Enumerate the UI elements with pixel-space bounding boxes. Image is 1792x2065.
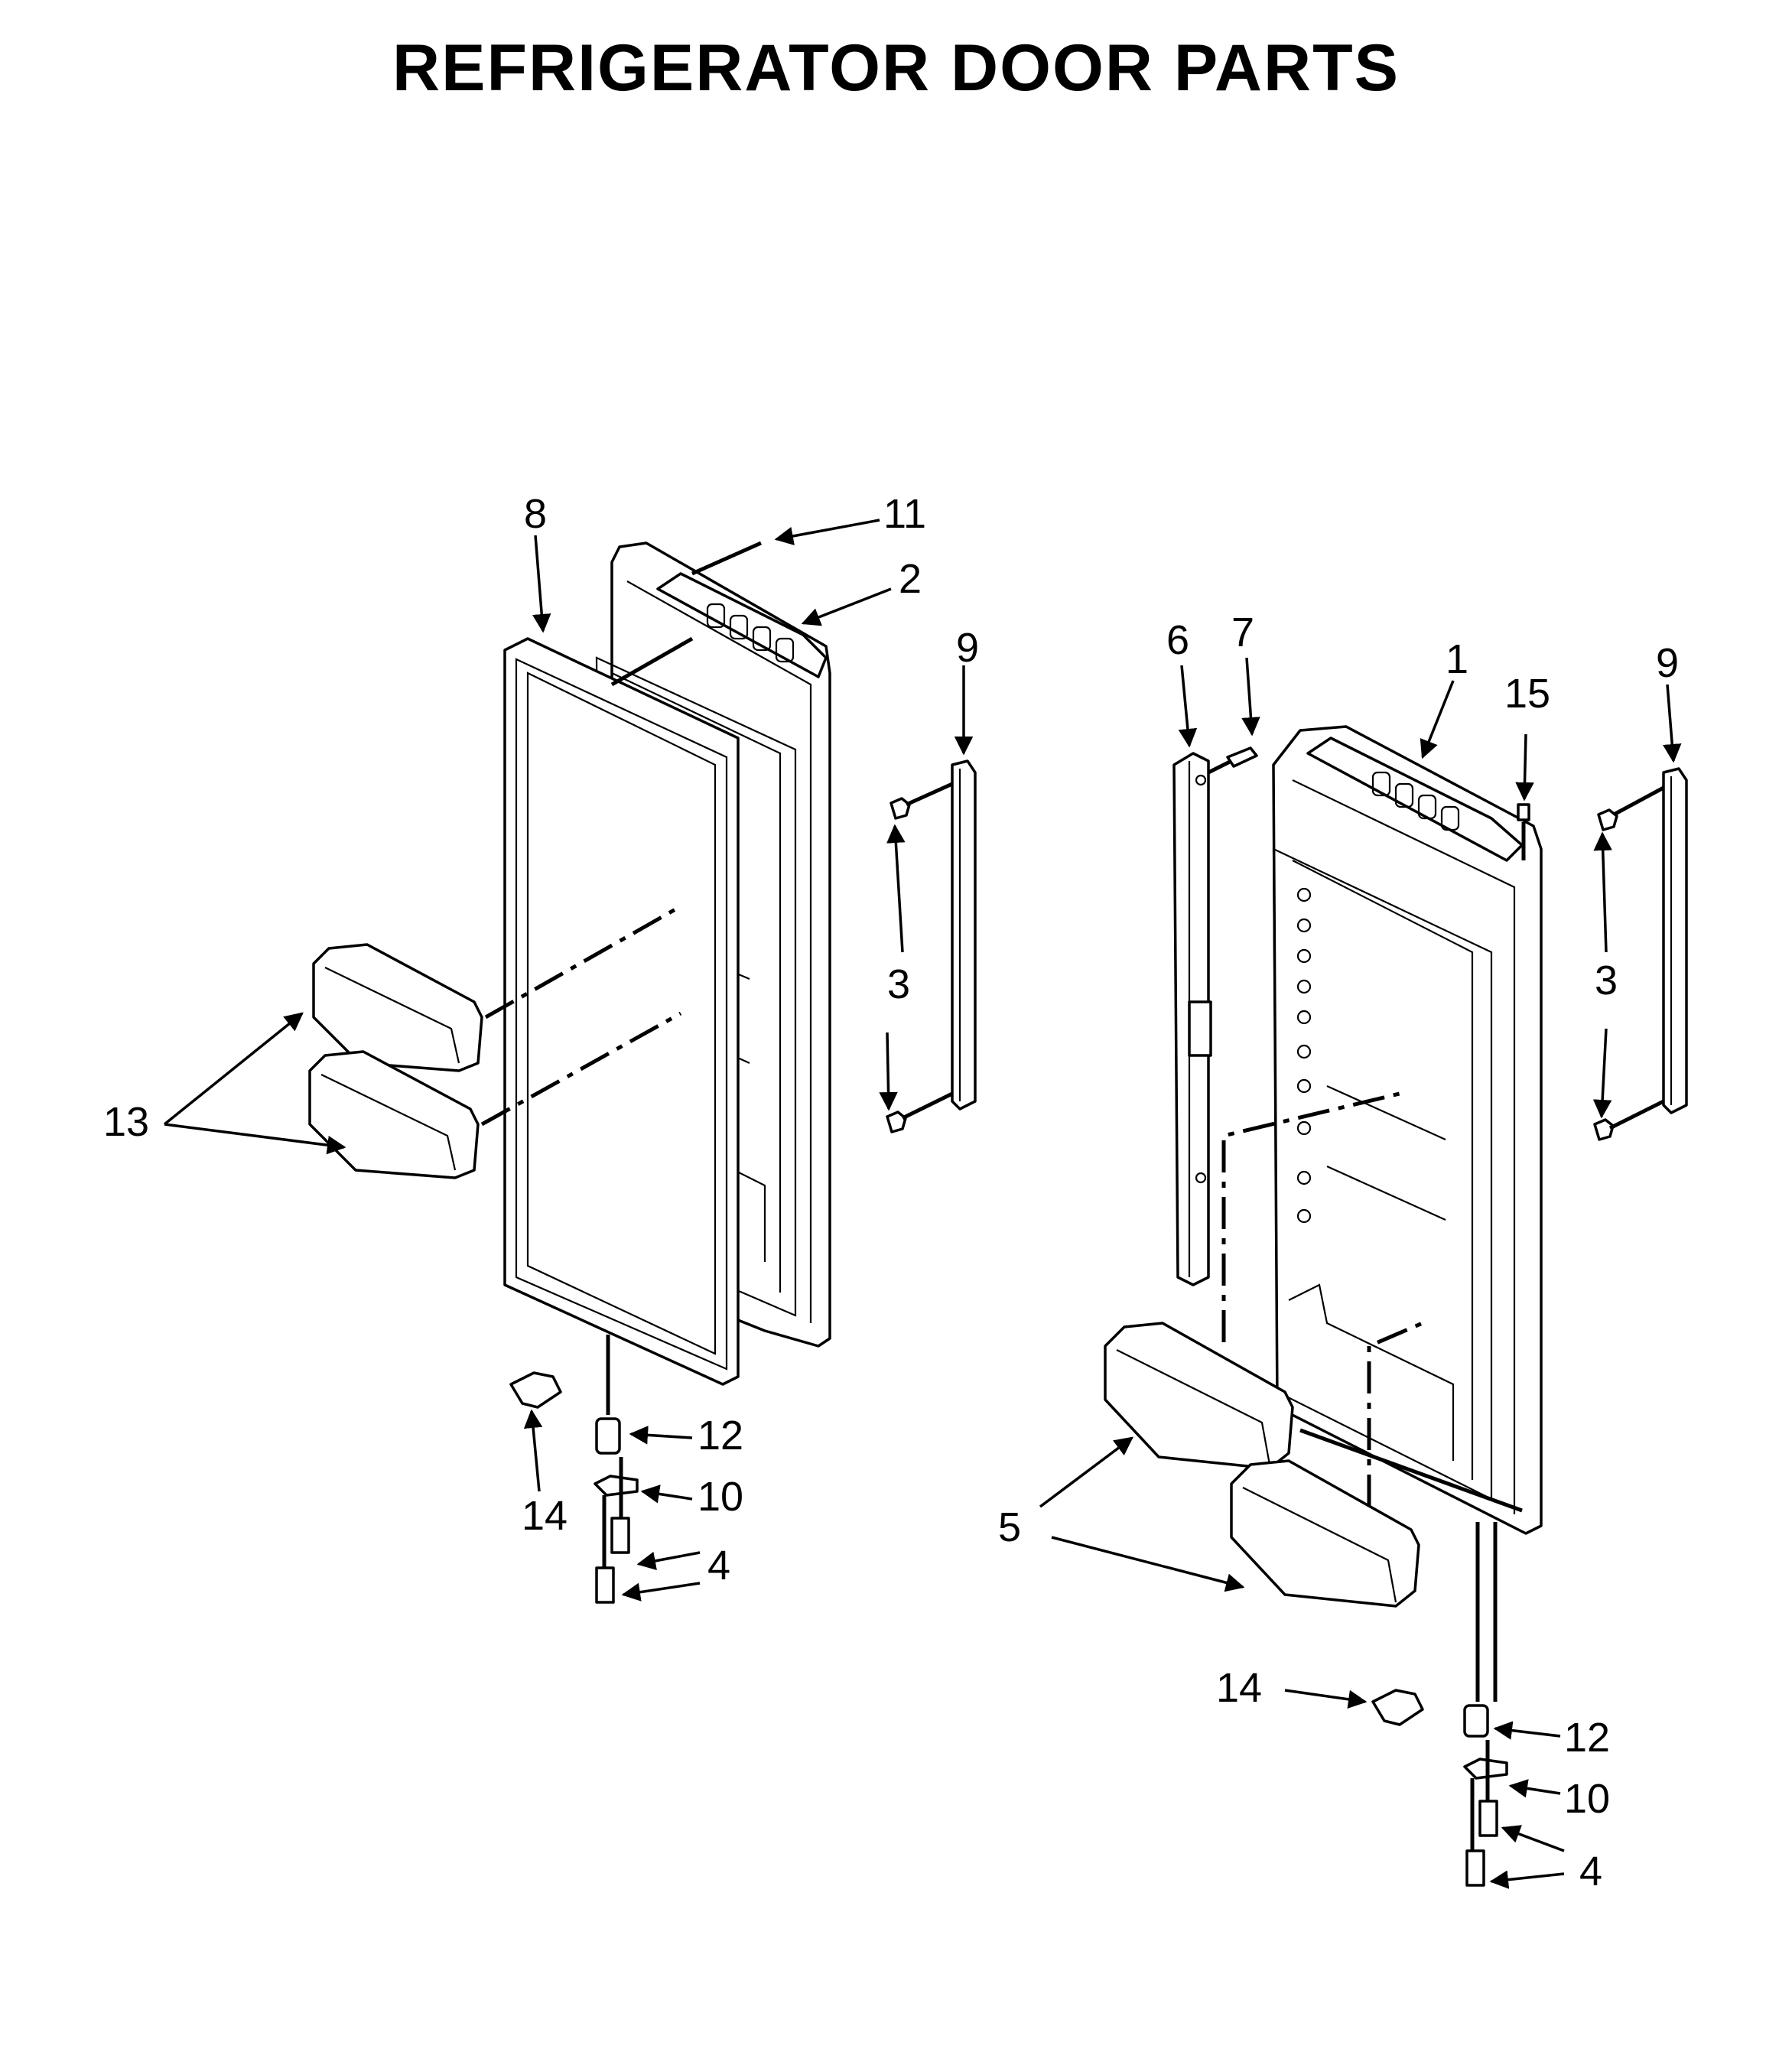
left-door-assembly	[308, 541, 977, 1604]
callout-14-right: 14	[1216, 1665, 1262, 1711]
callout-11: 11	[883, 491, 926, 537]
callout-3-left: 3	[887, 961, 910, 1007]
left-hinge-hardware	[509, 1335, 639, 1604]
left-hinge-bushing	[595, 1417, 621, 1455]
right-door-assembly	[1104, 725, 1688, 1887]
callout-12-left: 12	[698, 1413, 743, 1459]
right-hinge-hardware	[1371, 1522, 1508, 1887]
callout-10-right: 10	[1564, 1776, 1610, 1822]
right-screw-lower	[1465, 1849, 1485, 1887]
right-vent-slots	[1371, 771, 1460, 831]
right-handle-studs	[1593, 785, 1665, 1141]
callout-14-left: 14	[522, 1493, 568, 1539]
right-screw-upper	[1478, 1800, 1498, 1837]
vent-slots	[706, 603, 795, 663]
left-screw-upper	[610, 1517, 630, 1554]
callout-3-right: 3	[1595, 958, 1618, 1003]
mullion-hinge-block	[1188, 1000, 1212, 1057]
right-door-bin-lower	[1230, 1459, 1420, 1608]
callout-4-left: 4	[707, 1543, 730, 1589]
diagram-title: REFRIGERATOR DOOR PARTS	[392, 31, 1400, 105]
callout-9-right: 9	[1656, 640, 1679, 686]
right-door-stop	[1371, 1689, 1424, 1726]
right-door-mullion	[1172, 752, 1212, 1286]
right-door-liner	[1272, 725, 1543, 1535]
callout-9-left: 9	[956, 625, 979, 671]
callout-5: 5	[998, 1504, 1021, 1550]
right-shelf-studs	[1296, 887, 1312, 1224]
callout-13: 13	[103, 1099, 149, 1145]
callout-labels: 8 11 2 9 3 13 14 12 10 4 6 7 1 15 9 3 5 …	[103, 491, 1679, 1894]
right-door-handle	[1662, 767, 1688, 1114]
callout-2: 2	[899, 556, 922, 602]
left-door-stop	[509, 1371, 562, 1409]
right-hinge-bushing	[1463, 1704, 1489, 1738]
callout-15: 15	[1504, 671, 1550, 717]
callout-8: 8	[524, 491, 547, 537]
callout-1: 1	[1446, 636, 1468, 682]
left-door-gasket	[503, 637, 740, 1386]
right-door-bin-upper	[1104, 1322, 1294, 1470]
left-hinge-washer	[594, 1475, 639, 1497]
left-door-bin-upper	[312, 943, 483, 1072]
left-screw-lower	[595, 1566, 615, 1604]
callout-12-right: 12	[1564, 1715, 1610, 1761]
callout-4-right: 4	[1579, 1849, 1602, 1894]
callout-10-left: 10	[698, 1474, 743, 1520]
left-handle-studs	[886, 782, 954, 1133]
callout-leaders	[163, 519, 1682, 1889]
mullion-screw	[1226, 746, 1258, 768]
right-top-screw	[1517, 803, 1530, 821]
callout-7: 7	[1231, 610, 1254, 655]
callout-6: 6	[1166, 617, 1189, 663]
left-door-handle	[951, 759, 977, 1111]
